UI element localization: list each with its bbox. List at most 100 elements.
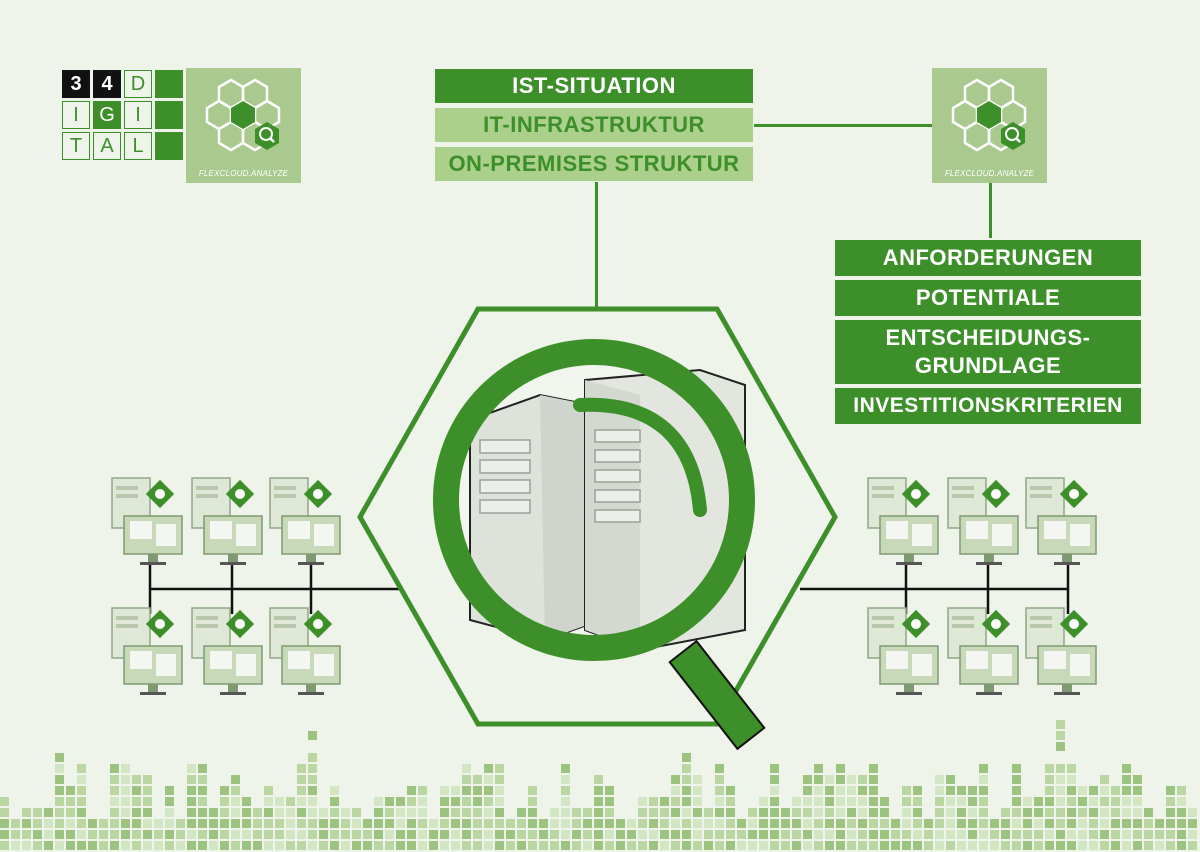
skyline-pixel	[1067, 764, 1076, 773]
skyline-pixel	[627, 819, 636, 828]
skyline-pixel	[682, 819, 691, 828]
skyline-pixel	[341, 830, 350, 839]
skyline-pixel	[726, 819, 735, 828]
skyline-pixel	[374, 797, 383, 806]
skyline-pixel	[605, 819, 614, 828]
skyline-pixel	[275, 797, 284, 806]
skyline-pixel	[253, 830, 262, 839]
skyline-pixel	[198, 841, 207, 850]
skyline-pixel	[880, 808, 889, 817]
skyline-pixel	[550, 819, 559, 828]
skyline-pixel	[594, 775, 603, 784]
skyline-pixel	[385, 830, 394, 839]
skyline-pixel	[803, 786, 812, 795]
skyline-pixel	[11, 841, 20, 850]
skyline-pixel	[572, 830, 581, 839]
skyline-pixel	[1089, 797, 1098, 806]
skyline-pixel	[462, 786, 471, 795]
skyline-pixel	[55, 819, 64, 828]
skyline-pixel	[1023, 841, 1032, 850]
skyline-pixel	[319, 841, 328, 850]
skyline-pixel	[880, 819, 889, 828]
skyline-pixel	[550, 830, 559, 839]
skyline-pixel	[836, 786, 845, 795]
skyline-pixel	[682, 786, 691, 795]
skyline-pixel	[847, 797, 856, 806]
skyline-pixel	[803, 819, 812, 828]
skyline-pixel	[407, 830, 416, 839]
skyline-pixel	[517, 841, 526, 850]
connector-line	[595, 182, 598, 308]
skyline-pixel	[1045, 841, 1054, 850]
skyline-pixel	[165, 808, 174, 817]
skyline-pixel	[165, 797, 174, 806]
skyline-pixel	[187, 775, 196, 784]
skyline-pixel	[99, 830, 108, 839]
honeycomb-icon	[205, 78, 281, 152]
skyline-pixel	[220, 819, 229, 828]
skyline-pixel	[1144, 819, 1153, 828]
skyline-pixel	[264, 819, 273, 828]
skyline-pixel	[308, 753, 317, 762]
skyline-pixel	[1012, 797, 1021, 806]
skyline-pixel	[286, 830, 295, 839]
skyline-pixel	[759, 830, 768, 839]
skyline-pixel	[1056, 742, 1065, 751]
skyline-pixel	[814, 797, 823, 806]
skyline-pixel	[1155, 819, 1164, 828]
skyline-pixel	[176, 841, 185, 850]
skyline-pixel	[825, 775, 834, 784]
skyline-pixel	[902, 830, 911, 839]
skyline-pixel	[979, 819, 988, 828]
skyline-pixel	[418, 797, 427, 806]
skyline-pixel	[11, 830, 20, 839]
skyline-pixel	[517, 819, 526, 828]
skyline-pixel	[814, 841, 823, 850]
skyline-pixel	[869, 841, 878, 850]
skyline-pixel	[1177, 841, 1186, 850]
skyline-pixel	[506, 830, 515, 839]
skyline-pixel	[803, 775, 812, 784]
skyline-pixel	[979, 808, 988, 817]
skyline-pixel	[605, 797, 614, 806]
skyline-pixel	[473, 830, 482, 839]
skyline-pixel	[352, 830, 361, 839]
skyline-pixel	[33, 819, 42, 828]
skyline-pixel	[1012, 764, 1021, 773]
skyline-pixel	[1111, 786, 1120, 795]
skyline-pixel	[1166, 786, 1175, 795]
skyline-pixel	[132, 841, 141, 850]
skyline-pixel	[418, 808, 427, 817]
skyline-pixel	[836, 764, 845, 773]
skyline-pixel	[132, 786, 141, 795]
skyline-pixel	[968, 819, 977, 828]
skyline-pixel	[330, 819, 339, 828]
skyline-pixel	[1111, 841, 1120, 850]
skyline-pixel	[1045, 786, 1054, 795]
skyline-pixel	[638, 841, 647, 850]
skyline-pixel	[1133, 830, 1142, 839]
skyline-pixel	[1056, 841, 1065, 850]
skyline-pixel	[319, 808, 328, 817]
skyline-pixel	[638, 819, 647, 828]
skyline-pixel	[110, 786, 119, 795]
skyline-pixel	[726, 841, 735, 850]
skyline-pixel	[44, 841, 53, 850]
skyline-pixel	[572, 819, 581, 828]
skyline-pixel	[528, 819, 537, 828]
flexcloud-label: FLEXCLOUD.ANALYZE	[944, 169, 1035, 178]
skyline-pixel	[891, 819, 900, 828]
skyline-pixel	[121, 764, 130, 773]
skyline-pixel	[1078, 797, 1087, 806]
skyline-pixel	[935, 797, 944, 806]
skyline-pixel	[407, 797, 416, 806]
skyline-pixel	[88, 819, 97, 828]
skyline-pixel	[110, 841, 119, 850]
skyline-pixel	[55, 797, 64, 806]
skyline-pixel	[440, 797, 449, 806]
skyline-pixel	[220, 786, 229, 795]
skyline-pixel	[869, 808, 878, 817]
skyline-pixel	[968, 797, 977, 806]
skyline-pixel	[561, 775, 570, 784]
skyline-pixel	[792, 819, 801, 828]
